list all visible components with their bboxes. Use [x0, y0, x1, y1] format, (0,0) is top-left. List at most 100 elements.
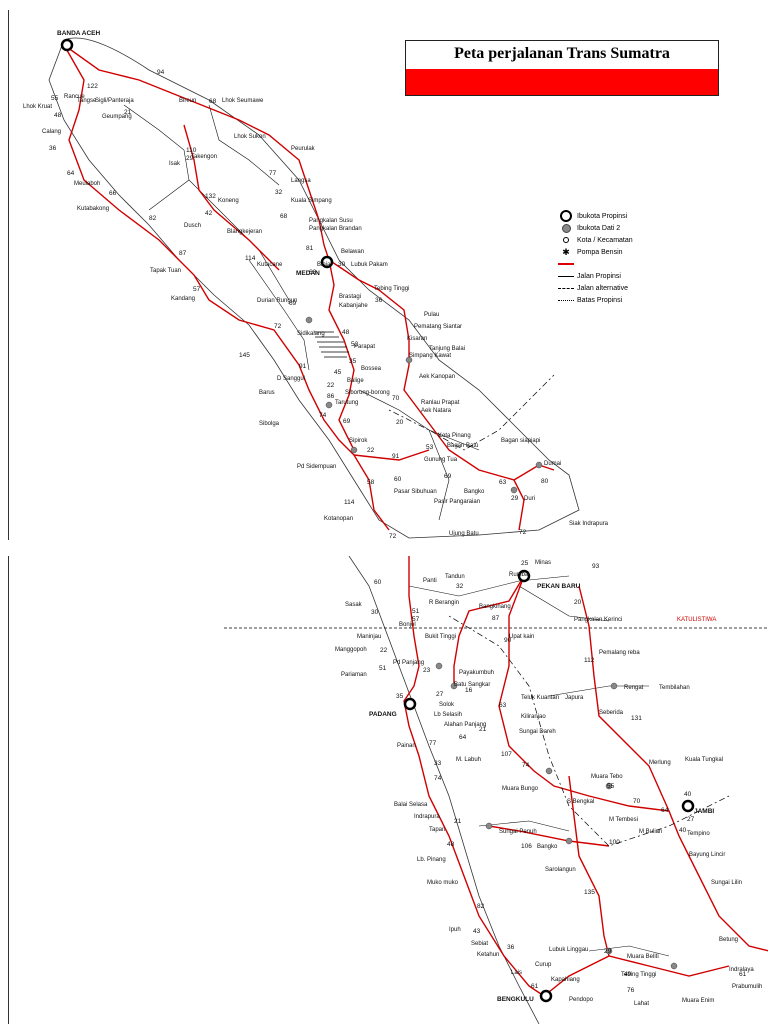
top-place-label-50: Kota Pinang — [438, 433, 471, 439]
top-place-label-13: Meulaboh — [74, 181, 100, 187]
top-place-label-51: Sipirok — [349, 438, 368, 444]
top-distance-28: 52 — [351, 341, 359, 348]
bottom-distance-20: 77 — [429, 740, 437, 747]
bottom-place-label-39: M Tembesi — [609, 817, 638, 823]
capital-banda-aceh — [60, 38, 74, 52]
bottom-place-label-38: Balai Selasa — [394, 802, 428, 808]
top-place-label-60: Duri — [524, 496, 535, 502]
bottom-distance-4: 30 — [371, 609, 379, 616]
top-place-label-29: Kandang — [171, 296, 195, 302]
top-place-label-26: Lubuk Pakam — [351, 262, 388, 268]
lake-toba — [314, 331, 349, 358]
main-roads — [63, 44, 555, 531]
top-distance-0: 55 — [51, 95, 59, 102]
legend-row — [555, 258, 705, 270]
bottom-distance-18: 21 — [479, 726, 487, 733]
south-sumatra-map: KATULISTIWA TandunMinasRumbaiPantiPEKAN … — [224, 556, 768, 1024]
top-place-label-32: Durian Rungun — [257, 298, 297, 304]
bottom-place-label-52: Sebiat — [471, 941, 488, 947]
bottom-distance-2: 60 — [374, 579, 382, 586]
top-distance-39: 53 — [426, 444, 434, 451]
top-place-label-62: Siak Indrapura — [569, 521, 609, 527]
top-distance-19: 81 — [306, 245, 314, 252]
bottom-distance-17: 63 — [499, 702, 507, 709]
top-place-label-48: Ranlau Prapat — [421, 400, 460, 406]
top-place-label-8: Geumpang — [102, 114, 132, 120]
top-place-label-59: Pasir Pangaraian — [434, 499, 480, 505]
bottom-place-label-40: Indrapura — [414, 814, 440, 820]
top-place-label-11: Takengon — [191, 154, 217, 160]
bottom-distance-35: 48 — [447, 841, 455, 848]
top-distance-32: 35 — [349, 358, 357, 365]
bottom-place-label-35: Muara Bungo — [502, 786, 539, 792]
capital-medan — [320, 255, 334, 269]
top-distance-18: 114 — [245, 255, 256, 262]
top-distance-16: 68 — [280, 213, 288, 220]
top-distance-30: 22 — [327, 382, 335, 389]
bottom-distance-27: 70 — [633, 798, 641, 805]
bottom-place-label-45: Bangko — [537, 844, 558, 850]
district-dots-south — [435, 662, 678, 970]
legend-label: Batas Propinsi — [577, 296, 623, 304]
map-title: Peta perjalanan Trans Sumatra — [454, 45, 670, 62]
top-distance-7: 110 — [186, 147, 197, 154]
bottom-place-label-8: Bonjol — [399, 622, 416, 628]
bottom-place-label-49: Muko muko — [427, 880, 459, 886]
bottom-place-label-56: Muara Beliti — [627, 954, 659, 960]
bottom-distance-0: 25 — [521, 560, 529, 567]
coastline — [48, 37, 580, 539]
bottom-place-label-30: Kuala Tungkal — [685, 757, 723, 763]
bottom-distance-9: 22 — [380, 647, 388, 654]
bottom-place-label-41: Tapan — [429, 827, 445, 833]
bottom-place-label-55: Lubuk Linggau — [549, 947, 588, 953]
top-distance-25: 72 — [274, 323, 282, 330]
top-place-label-22: Kutacane — [257, 262, 283, 268]
top-distance-35: 69 — [343, 418, 351, 425]
equator-label: KATULISTIWA — [677, 617, 716, 623]
district-dots — [305, 316, 543, 494]
top-distance-11: 66 — [109, 190, 117, 197]
bottom-distance-39: 36 — [507, 944, 515, 951]
bottom-place-label-25: Lb Selasih — [434, 712, 462, 718]
bottom-distance-26: 55 — [607, 783, 615, 790]
top-distance-17: 87 — [179, 250, 187, 257]
bottom-place-label-23: Teluk Kuantan — [521, 695, 559, 701]
bottom-distance-40: 61 — [531, 983, 539, 990]
capital-bengkulu — [539, 989, 553, 1003]
top-place-label-20: Pangkalan Susu — [309, 218, 353, 224]
bottom-distance-16: 27 — [436, 691, 444, 698]
top-place-label-46: Tarutung — [335, 400, 358, 406]
top-distance-36: 70 — [392, 395, 400, 402]
top-distance-21: 63 — [309, 269, 317, 276]
top-place-label-7: Calang — [42, 129, 61, 135]
bottom-place-label-29: Sungai Dareh — [519, 729, 556, 735]
bottom-distance-5: 51 — [412, 608, 420, 615]
top-distance-4: 48 — [54, 112, 62, 119]
top-place-label-34: Pematang Siantar — [414, 324, 462, 330]
provincial-roads-south — [408, 575, 670, 957]
bottom-distance-3: 32 — [456, 583, 464, 590]
bottom-place-label-32: Merlung — [649, 760, 671, 766]
bottom-place-label-46: Bayung Lincir — [689, 852, 725, 858]
top-distance-48: 72 — [519, 529, 527, 536]
bottom-place-label-15: Pariaman — [341, 672, 367, 678]
top-place-label-38: Simpang Kawat — [409, 353, 451, 359]
bottom-distance-24: 131 — [631, 715, 642, 722]
top-place-label-47: Sibolga — [259, 421, 280, 427]
top-distance-24: 36 — [375, 297, 383, 304]
top-place-label-55: Dumai — [544, 461, 561, 467]
fuel-pump-icon: ✱ — [562, 246, 570, 257]
bottom-distance-30: 27 — [687, 816, 695, 823]
bottom-place-label-24: Japura — [565, 695, 584, 701]
bottom-place-label-66: Prabumulih — [732, 984, 762, 990]
top-place-label-37: Tanjung Balai — [429, 346, 465, 352]
top-place-label-6: Lhok Seumawe — [222, 98, 264, 104]
legend-label: Pompa Bensin — [577, 248, 623, 256]
bottom-place-label-47: Lb. Pinang — [417, 857, 446, 863]
bottom-place-label-42: M Bulian — [639, 829, 662, 835]
top-distance-44: 63 — [499, 479, 507, 486]
top-place-label-10: Isak — [169, 161, 181, 167]
bottom-place-label-2: Rumbai — [509, 572, 530, 578]
